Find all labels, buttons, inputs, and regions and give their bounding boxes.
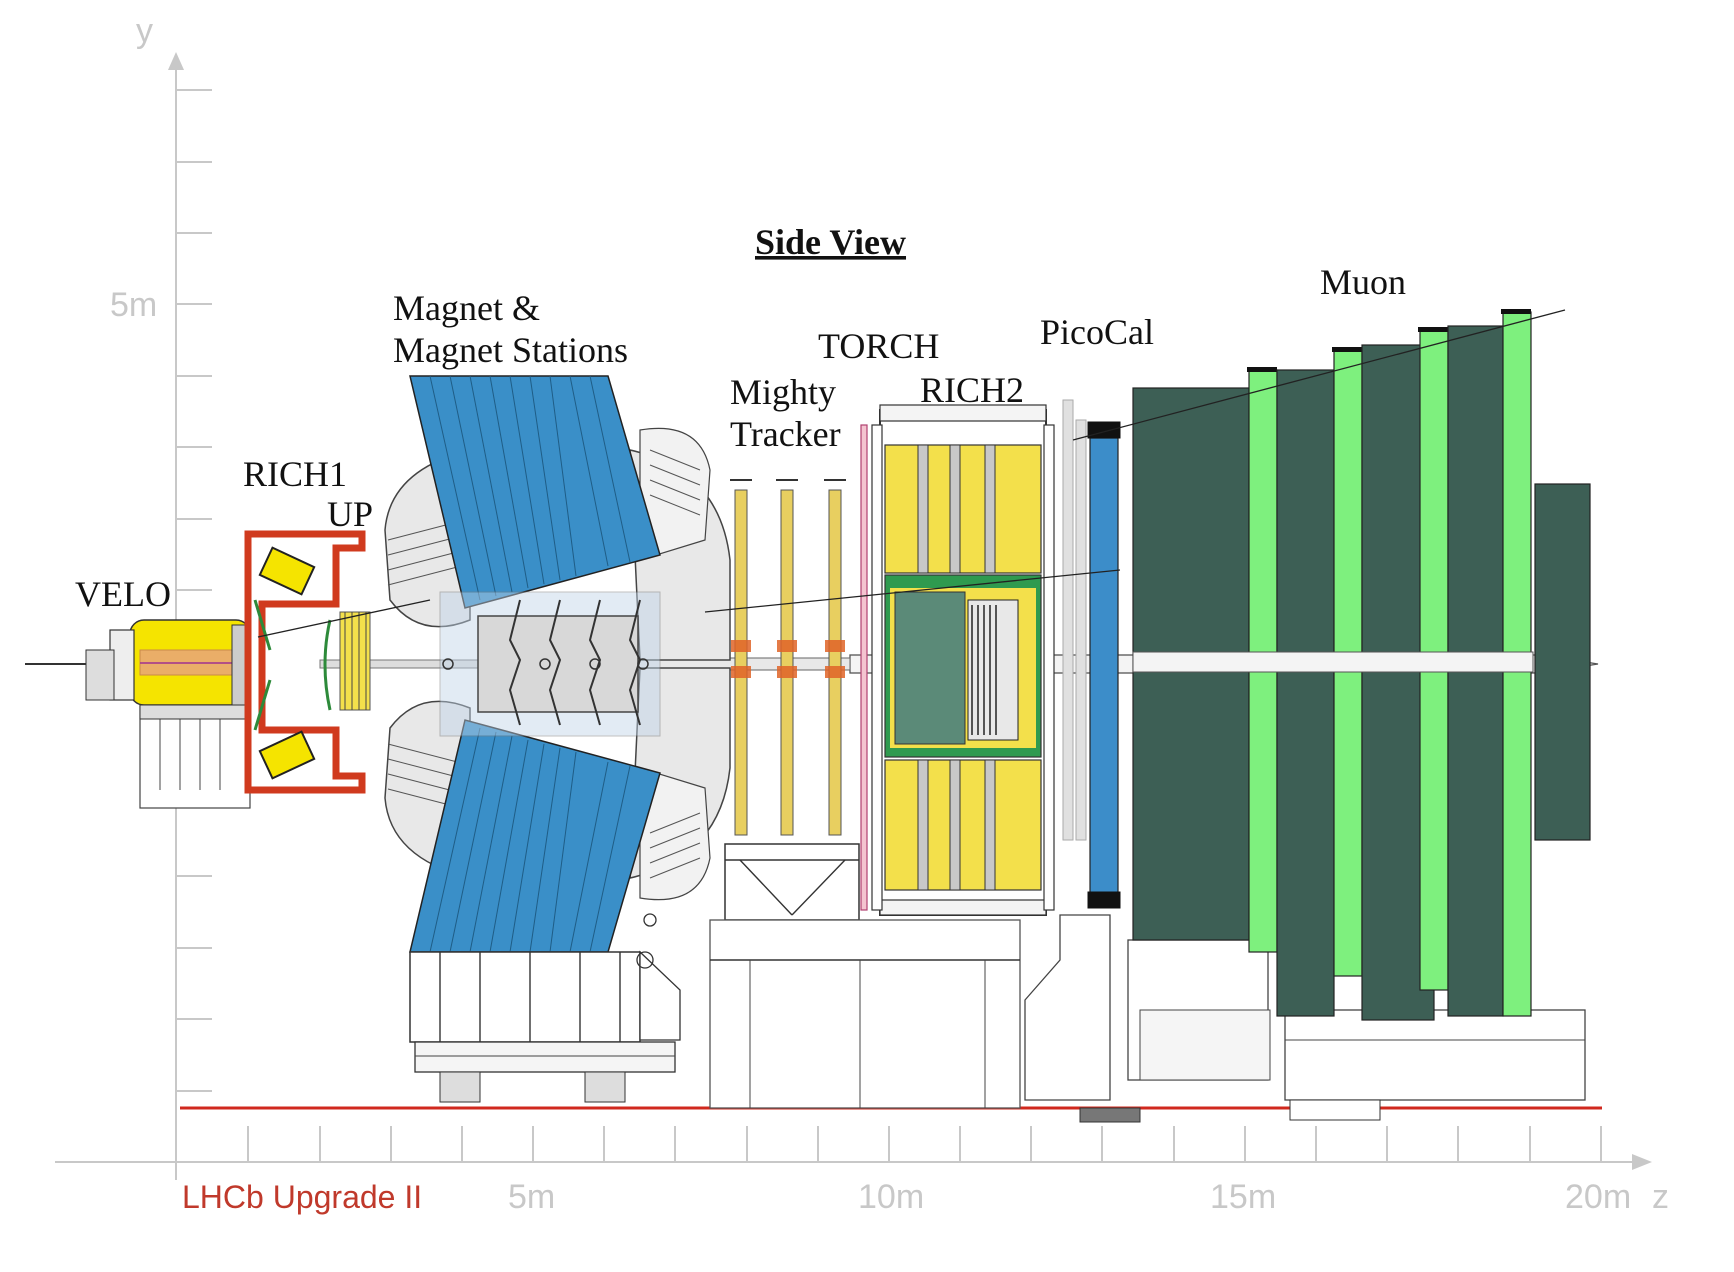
- label-muon: Muon: [1320, 262, 1406, 302]
- label-up: UP: [327, 494, 373, 534]
- label-mighty-line1: Mighty: [730, 372, 836, 412]
- z-tick-label: 5m: [508, 1178, 555, 1216]
- up-tracker: [339, 611, 371, 711]
- title: Side View: [755, 222, 906, 262]
- y-tick-label: 5m: [110, 286, 157, 324]
- labels: Side View VELO RICH1 UP Magnet & Magnet …: [75, 222, 1406, 1215]
- picocal-detector: [1062, 399, 1121, 909]
- z-tick-label: 20m: [1565, 1178, 1631, 1216]
- z-axis-label: z: [1652, 1178, 1669, 1216]
- label-magnet-line1: Magnet &: [393, 288, 540, 328]
- label-mighty-line2: Tracker: [730, 414, 841, 454]
- label-rich1: RICH1: [243, 454, 347, 494]
- brand-label: LHCb Upgrade II: [182, 1179, 422, 1215]
- label-rich2: RICH2: [920, 370, 1024, 410]
- magnet: [384, 375, 731, 1103]
- velo-detector: [85, 619, 251, 809]
- base-structures: [709, 914, 1586, 1123]
- label-torch: TORCH: [818, 326, 939, 366]
- muon-detector: [1132, 309, 1591, 1021]
- label-picocal: PicoCal: [1040, 312, 1154, 352]
- label-magnet-line2: Magnet Stations: [393, 330, 628, 370]
- rich1-detector: [244, 530, 366, 794]
- mighty-tracker: [724, 424, 868, 921]
- acceptance-lines: [257, 309, 1566, 638]
- z-tick-label: 10m: [858, 1178, 924, 1216]
- y-axis-label: y: [136, 12, 153, 50]
- rich2-detector: [871, 404, 1055, 916]
- label-velo: VELO: [75, 574, 171, 614]
- z-tick-label: 15m: [1210, 1178, 1276, 1216]
